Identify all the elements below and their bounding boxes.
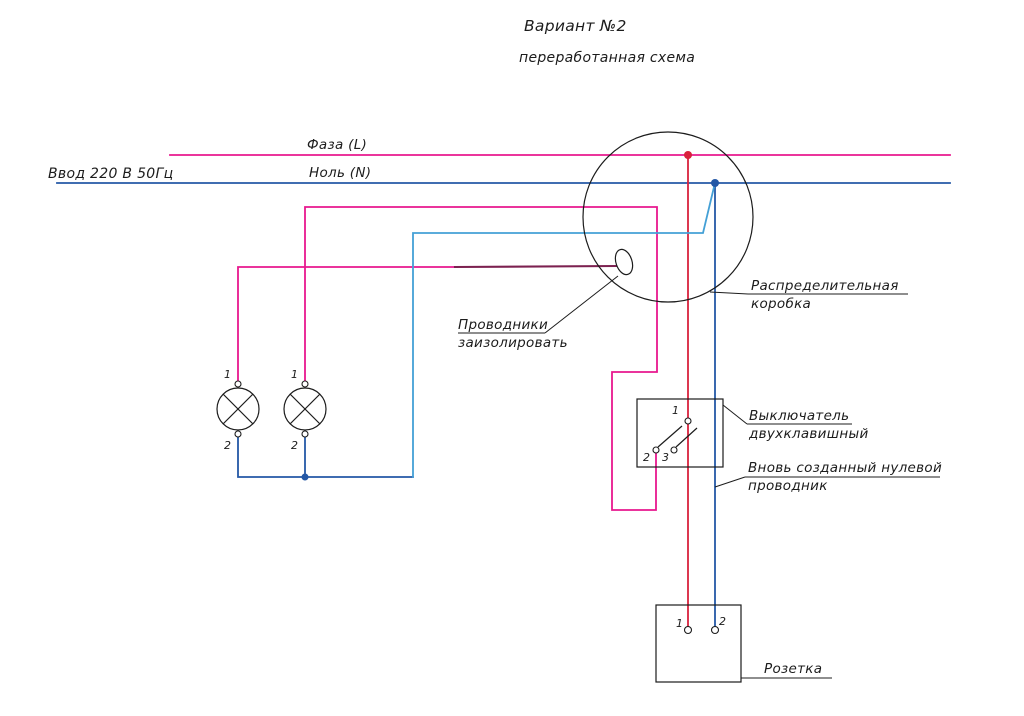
lamp-1-terminal-bottom-label: 2	[224, 439, 231, 452]
switch-label-line1: Выключатель	[749, 408, 849, 424]
lamp2-switched-feed-wire	[304, 206, 658, 511]
switch-leader-line	[722, 404, 748, 425]
lamp-2-terminal-bottom-label: 2	[291, 439, 298, 452]
phase-junction-dot	[684, 151, 692, 159]
lamp-2-terminal-bottom	[301, 430, 309, 438]
lamp1-feed-wire	[237, 266, 456, 382]
new-neutral-label-line1: Вновь созданный нулевой	[748, 460, 942, 476]
switch-terminal-2	[652, 446, 660, 454]
switch-lever-2	[675, 427, 698, 448]
lamp-1-cross-b	[222, 393, 254, 425]
socket-terminal-1	[683, 625, 693, 635]
socket-terminal-2-label: 2	[719, 615, 726, 628]
new-neutral-label-line2: проводник	[748, 478, 828, 494]
neutral-riser-wire	[412, 185, 716, 478]
lamp-neutral-junction-dot	[301, 473, 309, 481]
insulate-label-line1: Проводники	[458, 317, 548, 333]
lamp-1-terminal-top	[234, 380, 242, 388]
distribution-box-leader-line	[709, 291, 749, 295]
switch-terminal-3-label: 3	[662, 451, 669, 464]
distribution-box-circle	[582, 131, 754, 303]
socket-terminal-2	[710, 625, 720, 635]
page-title: Вариант №2	[524, 17, 627, 35]
switch-lever-1	[657, 425, 683, 448]
distribution-box-label-line2: коробка	[751, 296, 811, 312]
lamp-2-circle	[283, 387, 327, 431]
phase-label: Фаза (L)	[307, 137, 367, 153]
switch-label-line2: двухклавишный	[748, 426, 869, 442]
new-neutral-leader-line	[714, 476, 746, 488]
switch-terminal-2-label: 2	[643, 451, 650, 464]
switch-terminal-1-label: 1	[672, 404, 679, 417]
neutral-junction-dot	[711, 179, 719, 187]
page-subtitle: переработанная схема	[519, 50, 695, 66]
socket-terminal-1-label: 1	[676, 617, 683, 630]
switch-terminal-3	[670, 446, 678, 454]
switch-box	[636, 398, 724, 468]
lamp-1-terminal-top-label: 1	[224, 368, 231, 381]
lamp-1-terminal-bottom	[234, 430, 242, 438]
insulation-ellipse	[614, 248, 634, 276]
insulated-conductor-wire	[453, 264, 618, 269]
neutral-label: Ноль (N)	[309, 165, 371, 181]
lamp-2-terminal-top	[301, 380, 309, 388]
lamp-1-circle	[216, 387, 260, 431]
supply-input-label: Ввод 220 В 50Гц	[48, 166, 173, 182]
lamp1-neutral-wire	[237, 436, 414, 478]
insulate-leader-line	[544, 275, 619, 334]
socket-label: Розетка	[764, 661, 822, 677]
insulate-label-line2: заизолировать	[458, 335, 568, 351]
lamp-2-terminal-top-label: 1	[291, 368, 298, 381]
lamp-2-cross-b	[289, 393, 321, 425]
distribution-box-label-line1: Распределительная	[751, 278, 899, 294]
switch-terminal-1	[684, 417, 692, 425]
socket-box	[655, 604, 742, 683]
